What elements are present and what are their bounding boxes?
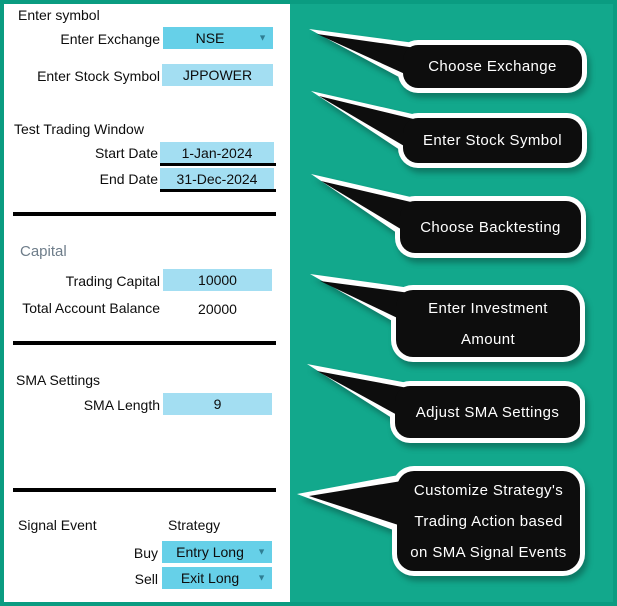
- callout-customize-strategy: Customize Strategy's Trading Action base…: [410, 481, 567, 561]
- trading-capital-value: 10000: [198, 272, 237, 288]
- callout-choose-backtesting: Choose Backtesting: [420, 218, 561, 236]
- start-date-label: Start Date: [94, 145, 158, 161]
- exchange-label: Enter Exchange: [60, 31, 160, 47]
- callout-enter-stock-symbol: Enter Stock Symbol: [423, 132, 562, 149]
- buy-strategy-value: Entry Long: [176, 544, 244, 560]
- trading-window-title: Test Trading Window: [14, 121, 144, 137]
- stock-symbol-input[interactable]: JPPOWER: [162, 64, 273, 86]
- divider: [13, 341, 276, 345]
- chevron-down-icon[interactable]: ▼: [257, 572, 266, 583]
- settings-panel: [4, 4, 290, 602]
- buy-strategy-select[interactable]: Entry Long ▼: [162, 541, 272, 563]
- callout-enter-investment-amount: Enter Investment Amount: [428, 299, 548, 348]
- start-date-value: 1-Jan-2024: [181, 144, 253, 161]
- sma-length-label: SMA Length: [83, 397, 160, 413]
- callout-adjust-sma-settings: Adjust SMA Settings: [415, 403, 560, 421]
- enter-symbol-title: Enter symbol: [18, 7, 100, 23]
- strategy-title: Strategy: [168, 517, 221, 533]
- end-date-input[interactable]: 31-Dec-2024: [160, 168, 274, 189]
- stock-symbol-label: Enter Stock Symbol: [37, 68, 160, 84]
- end-date-value: 31-Dec-2024: [176, 170, 258, 187]
- buy-label: Buy: [133, 545, 158, 561]
- sell-strategy-select[interactable]: Exit Long ▼: [162, 567, 272, 589]
- sma-length-input[interactable]: 9: [163, 393, 272, 415]
- chevron-down-icon[interactable]: ▼: [257, 546, 266, 557]
- divider: [13, 212, 276, 216]
- sell-strategy-value: Exit Long: [180, 570, 240, 586]
- stock-symbol-value: JPPOWER: [182, 67, 253, 83]
- sell-label: Sell: [134, 571, 158, 587]
- exchange-select[interactable]: NSE ▼: [163, 27, 273, 49]
- callout-choose-exchange: Choose Exchange: [428, 58, 557, 75]
- account-balance-label: Total Account Balance: [22, 300, 160, 316]
- exchange-value: NSE: [195, 30, 225, 46]
- divider: [13, 488, 276, 492]
- account-balance-value: 20000: [198, 301, 237, 317]
- sma-length-value: 9: [213, 396, 222, 412]
- capital-title: Capital: [20, 243, 67, 260]
- trading-capital-input[interactable]: 10000: [163, 269, 272, 291]
- end-date-underline: [160, 189, 276, 192]
- chevron-down-icon[interactable]: ▼: [258, 32, 267, 43]
- end-date-label: End Date: [99, 171, 158, 187]
- sma-settings-title: SMA Settings: [16, 372, 101, 388]
- trading-capital-label: Trading Capital: [65, 273, 160, 289]
- signal-event-title: Signal Event: [18, 517, 97, 533]
- start-date-input[interactable]: 1-Jan-2024: [160, 142, 274, 163]
- start-date-underline: [160, 163, 276, 166]
